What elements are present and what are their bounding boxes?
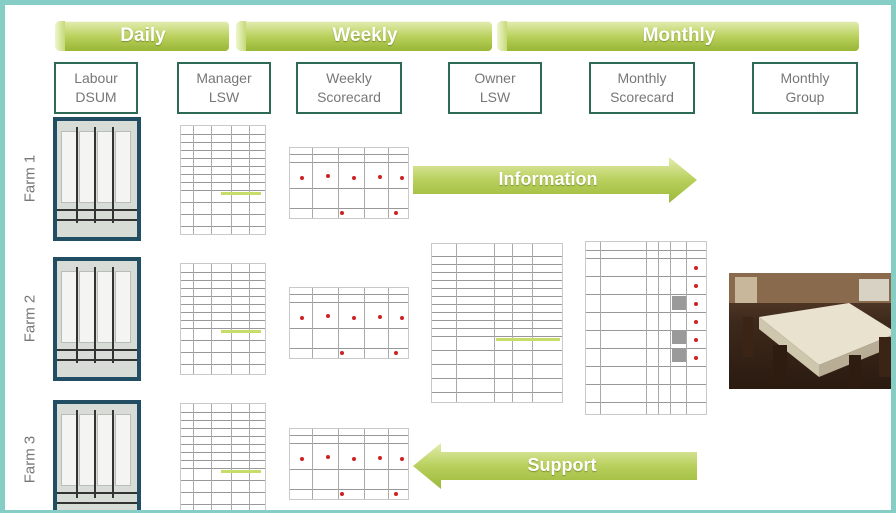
- board-sheets: [57, 404, 137, 510]
- manager-lsw-doc-farm-2: [180, 263, 266, 375]
- header-line-1: Owner: [474, 70, 516, 86]
- farm-2-label: Farm 2: [21, 294, 39, 343]
- support-arrow-label: Support: [527, 455, 597, 475]
- header-line-2: Scorecard: [317, 89, 381, 105]
- dsum-board-farm-1: [53, 117, 141, 241]
- header-monthly-group: Monthly Group: [752, 62, 858, 114]
- header-line-1: Weekly: [326, 70, 372, 86]
- band-monthly-label: Monthly: [642, 25, 716, 46]
- band-daily: Daily: [55, 21, 229, 51]
- header-line-2: LSW: [208, 89, 240, 105]
- header-weekly-scorecard: Weekly Scorecard: [296, 62, 402, 114]
- header-line-1: Monthly: [780, 70, 830, 86]
- header-line-2: Group: [785, 89, 825, 105]
- board-sheets: [57, 261, 137, 377]
- header-line-2: Scorecard: [610, 89, 674, 105]
- farm-1-label: Farm 1: [21, 154, 39, 203]
- monthly-group-meeting-photo: [729, 273, 891, 389]
- weekly-scorecard-doc-farm-1: [289, 147, 409, 219]
- manager-lsw-doc-farm-3: [180, 403, 266, 510]
- support-arrow: [413, 443, 697, 489]
- band-daily-label: Daily: [120, 25, 166, 46]
- information-arrow-label: Information: [498, 169, 598, 189]
- header-line-2: LSW: [479, 89, 511, 105]
- weekly-scorecard-doc-farm-3: [289, 428, 409, 500]
- dsum-board-farm-3: [53, 400, 141, 510]
- dsum-board-farm-2: [53, 257, 141, 381]
- header-line-1: Manager: [196, 70, 252, 86]
- header-line-1: Monthly: [617, 70, 667, 86]
- farm-3-label: Farm 3: [21, 435, 39, 484]
- owner-lsw-doc: [431, 243, 563, 403]
- band-weekly: Weekly: [236, 21, 492, 51]
- header-manager-lsw: Manager LSW: [177, 62, 271, 114]
- information-arrow: [413, 157, 697, 203]
- manager-lsw-doc-farm-1: [180, 125, 266, 235]
- header-labour-dsum: Labour DSUM: [54, 62, 138, 114]
- header-monthly-scorecard: Monthly Scorecard: [589, 62, 695, 114]
- band-weekly-label: Weekly: [332, 25, 398, 46]
- meeting-room-image: [729, 273, 891, 389]
- header-line-1: Labour: [74, 70, 118, 86]
- header-owner-lsw: Owner LSW: [448, 62, 542, 114]
- monthly-scorecard-doc: [585, 241, 707, 415]
- band-monthly: Monthly: [497, 21, 859, 51]
- board-sheets: [57, 121, 137, 237]
- header-line-2: DSUM: [75, 89, 117, 105]
- weekly-scorecard-doc-farm-2: [289, 287, 409, 359]
